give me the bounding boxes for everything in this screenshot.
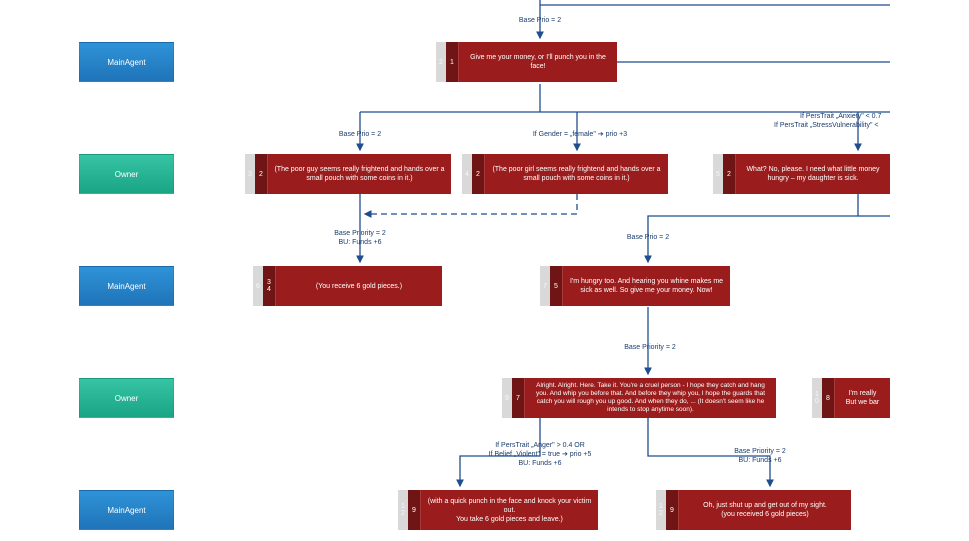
edge-label: Base Priority = 2 BU: Funds +6 <box>734 448 786 464</box>
node-id: 9 <box>666 490 679 530</box>
edge-label: Base Prio = 2 <box>626 234 670 241</box>
edge-label-top: Base Prio = 2 <box>518 17 562 24</box>
node-text: (with a quick punch in the face and knoc… <box>421 490 598 530</box>
node-id: 2 <box>472 154 485 194</box>
node-id: 5 <box>550 266 563 306</box>
lane-owner: Owner <box>79 154 174 194</box>
lane-label: MainAgent <box>107 505 146 515</box>
lane-label: Owner <box>114 169 139 179</box>
node-index: 9 <box>502 378 512 418</box>
node-text: Give me your money, or I'll punch you in… <box>459 42 617 82</box>
dialog-node-2b[interactable]: 4 2 (The poor girl seems really frighten… <box>462 154 668 194</box>
node-text: What? No, please. I need what little mon… <box>736 154 890 194</box>
lane-main-agent: MainAgent <box>79 490 174 530</box>
node-text: I'm really But we bar <box>835 378 890 418</box>
edge-label: If PersTrait „Anxiety" < 0.7 <box>800 113 882 120</box>
node-text: I'm hungry too. And hearing you whine ma… <box>563 266 730 306</box>
node-text: (The poor girl seems really frightend an… <box>485 154 668 194</box>
dialog-node-7[interactable]: 9 7 Alright. Alright. Here. Take it. You… <box>502 378 776 418</box>
node-index: 5 <box>713 154 723 194</box>
lane-main-agent: MainAgent <box>79 266 174 306</box>
edge-label: If Gender = „female" ➔ prio +3 <box>532 131 628 138</box>
node-id: 2 <box>255 154 268 194</box>
edge-label: If PersTrait „Anger" > 0.4 OR If Belief … <box>488 442 592 467</box>
dialog-node-5[interactable]: 7 5 I'm hungry too. And hearing you whin… <box>540 266 730 306</box>
node-text: Alright. Alright. Here. Take it. You're … <box>525 378 776 418</box>
node-index: 3 <box>245 154 255 194</box>
node-text: (The poor guy seems really frightend and… <box>268 154 451 194</box>
edge-label: Base Priority = 2 <box>624 344 676 351</box>
dialog-node-1[interactable]: 2 1 Give me your money, or I'll punch yo… <box>436 42 617 82</box>
node-text: Oh, just shut up and get out of my sight… <box>679 490 851 530</box>
lane-main-agent: MainAgent <box>79 42 174 82</box>
node-id: 1 <box>446 42 459 82</box>
edge-label: Base Priority = 2 BU: Funds +6 <box>334 230 386 246</box>
lane-label: MainAgent <box>107 281 146 291</box>
edge-label: If PersTrait „StressVulnerability" < <box>774 122 879 129</box>
node-index: 2 <box>436 42 446 82</box>
dialog-node-2c[interactable]: 5 2 What? No, please. I need what little… <box>713 154 890 194</box>
dialog-node-2a[interactable]: 3 2 (The poor guy seems really frightend… <box>245 154 451 194</box>
node-id: 8 <box>822 378 835 418</box>
lane-owner: Owner <box>79 378 174 418</box>
node-id: 7 <box>512 378 525 418</box>
node-index: 7 <box>540 266 550 306</box>
edge-label: Base Prio = 2 <box>338 131 382 138</box>
node-text: (You receive 6 gold pieces.) <box>276 266 442 306</box>
lane-label: Owner <box>114 393 139 403</box>
lane-label: MainAgent <box>107 57 146 67</box>
node-index: 6 <box>253 266 263 306</box>
node-id: 9 <box>408 490 421 530</box>
node-index: 4 <box>462 154 472 194</box>
node-id: 2 <box>723 154 736 194</box>
